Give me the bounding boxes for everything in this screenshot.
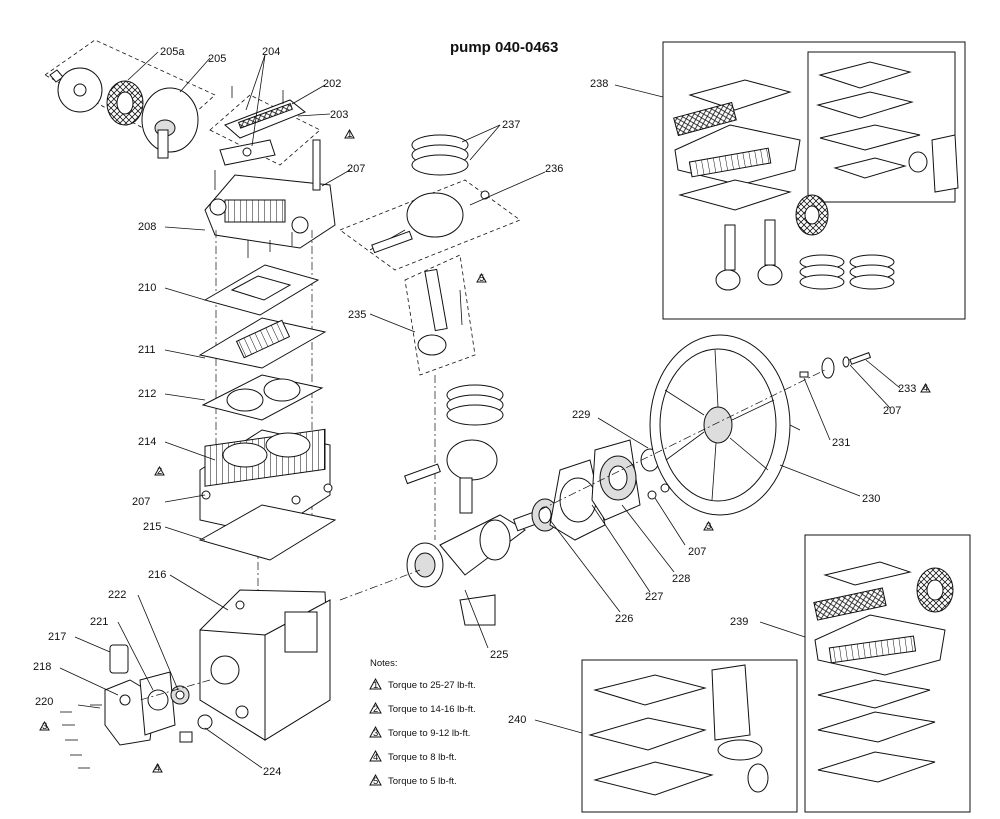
label-204: 204 (262, 46, 280, 58)
flywheel (649, 334, 801, 516)
svg-text:1: 1 (347, 129, 352, 140)
crankcase (199, 589, 331, 741)
label-208: 208 (138, 221, 156, 233)
valve-plate-gaskets (198, 264, 327, 421)
label-202: 202 (323, 78, 341, 90)
label-225: 225 (490, 649, 508, 661)
kit-238 (662, 41, 966, 320)
cylinder-head (204, 139, 336, 258)
note-item: 1 Torque to 25-27 lb-ft. (369, 677, 476, 691)
piston-rings-second (404, 384, 504, 514)
label-203: 203 (330, 109, 348, 121)
label-207-head: 207 (347, 163, 365, 175)
svg-text:4: 4 (155, 763, 160, 774)
note-item: 5 Torque to 5 lb-ft. (369, 773, 457, 787)
svg-text:2: 2 (373, 704, 378, 715)
label-217: 217 (48, 631, 66, 643)
label-238: 238 (590, 78, 608, 90)
label-240: 240 (508, 714, 526, 726)
svg-text:3: 3 (706, 521, 711, 532)
label-220: 220 (35, 696, 53, 708)
label-205: 205 (208, 53, 226, 65)
label-229: 229 (572, 409, 590, 421)
label-231: 231 (832, 437, 850, 449)
crankcase-cover-parts (60, 644, 213, 769)
label-221: 221 (90, 616, 108, 628)
torque-notes: Notes: 1 Torque to 25-27 lb-ft. 2 Torque… (369, 658, 476, 787)
connecting-rod (404, 254, 476, 376)
part-labels: 205a 205 204 202 203 207 208 210 211 212… (33, 46, 916, 778)
crankshaft (406, 510, 542, 626)
label-239: 239 (730, 616, 748, 628)
note-item: 2 Torque to 14-16 lb-ft. (369, 701, 476, 715)
kit-239 (804, 534, 971, 813)
label-235: 235 (348, 309, 366, 321)
label-205a: 205a (160, 46, 185, 58)
label-230: 230 (862, 493, 880, 505)
label-210: 210 (138, 282, 156, 294)
piston-assembly (339, 179, 521, 271)
svg-text:4: 4 (923, 383, 928, 394)
note-item: 4 Torque to 8 lb-ft. (369, 749, 457, 763)
bearing-cover-group (531, 439, 670, 541)
label-207-cover: 207 (688, 546, 706, 558)
svg-text:Torque to 14-16 lb-ft.: Torque to 14-16 lb-ft. (388, 704, 476, 715)
cylinder-gasket (198, 504, 337, 561)
label-211: 211 (138, 344, 156, 356)
label-216: 216 (148, 569, 166, 581)
svg-text:2: 2 (157, 466, 162, 477)
kit-240 (581, 659, 798, 813)
page-title: pump 040-0463 (450, 39, 558, 56)
svg-text:5: 5 (373, 776, 378, 787)
label-226: 226 (615, 613, 633, 625)
svg-text:Torque to 8 lb-ft.: Torque to 8 lb-ft. (388, 752, 457, 763)
label-214: 214 (138, 436, 156, 448)
piston-rings-top (411, 134, 469, 176)
svg-text:3: 3 (373, 728, 378, 739)
label-237: 237 (502, 119, 520, 131)
label-222: 222 (108, 589, 126, 601)
cylinder-block (199, 428, 333, 536)
svg-text:Torque to 25-27 lb-ft.: Torque to 25-27 lb-ft. (388, 680, 476, 691)
head-valve-plates (209, 86, 321, 166)
svg-text:5: 5 (479, 273, 484, 284)
label-233: 233 (898, 383, 916, 395)
label-224: 224 (263, 766, 281, 778)
svg-text:Torque to 5 lb-ft.: Torque to 5 lb-ft. (388, 776, 457, 787)
flywheel-fasteners (799, 352, 872, 379)
svg-text:1: 1 (373, 680, 378, 691)
label-212: 212 (138, 388, 156, 400)
svg-text:4: 4 (373, 752, 378, 763)
leader-lines (59, 51, 901, 769)
label-207-cylinder: 207 (132, 496, 150, 508)
torque-flags: 1 2 3 4 5 3 4 (39, 128, 931, 774)
svg-text:Torque to 9-12 lb-ft.: Torque to 9-12 lb-ft. (388, 728, 470, 739)
label-218: 218 (33, 661, 51, 673)
note-item: 3 Torque to 9-12 lb-ft. (369, 725, 470, 739)
notes-heading: Notes: (370, 658, 397, 669)
air-filter-assembly (44, 39, 216, 159)
svg-text:3: 3 (42, 721, 47, 732)
label-207-flywheel: 207 (883, 405, 901, 417)
label-236: 236 (545, 163, 563, 175)
label-227: 227 (645, 591, 663, 603)
label-215: 215 (143, 521, 161, 533)
label-228: 228 (672, 573, 690, 585)
